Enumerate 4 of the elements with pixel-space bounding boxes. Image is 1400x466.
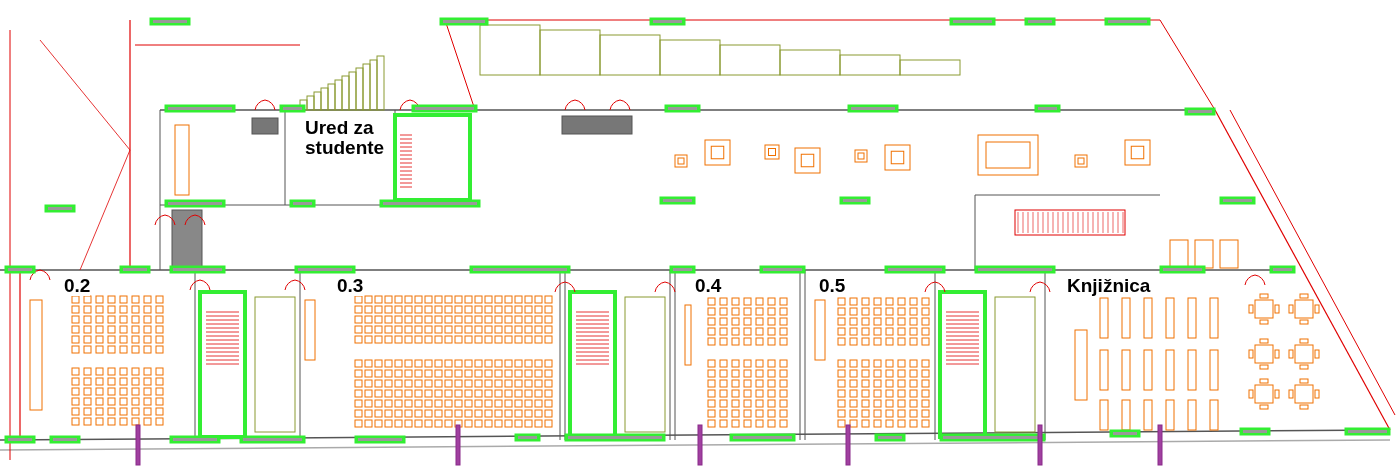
room-label: Knjižnica [1067, 276, 1151, 296]
room-label: 0.3 [337, 276, 364, 296]
room-label: 0.2 [64, 276, 91, 296]
room-label: Ured za studente [305, 118, 385, 158]
